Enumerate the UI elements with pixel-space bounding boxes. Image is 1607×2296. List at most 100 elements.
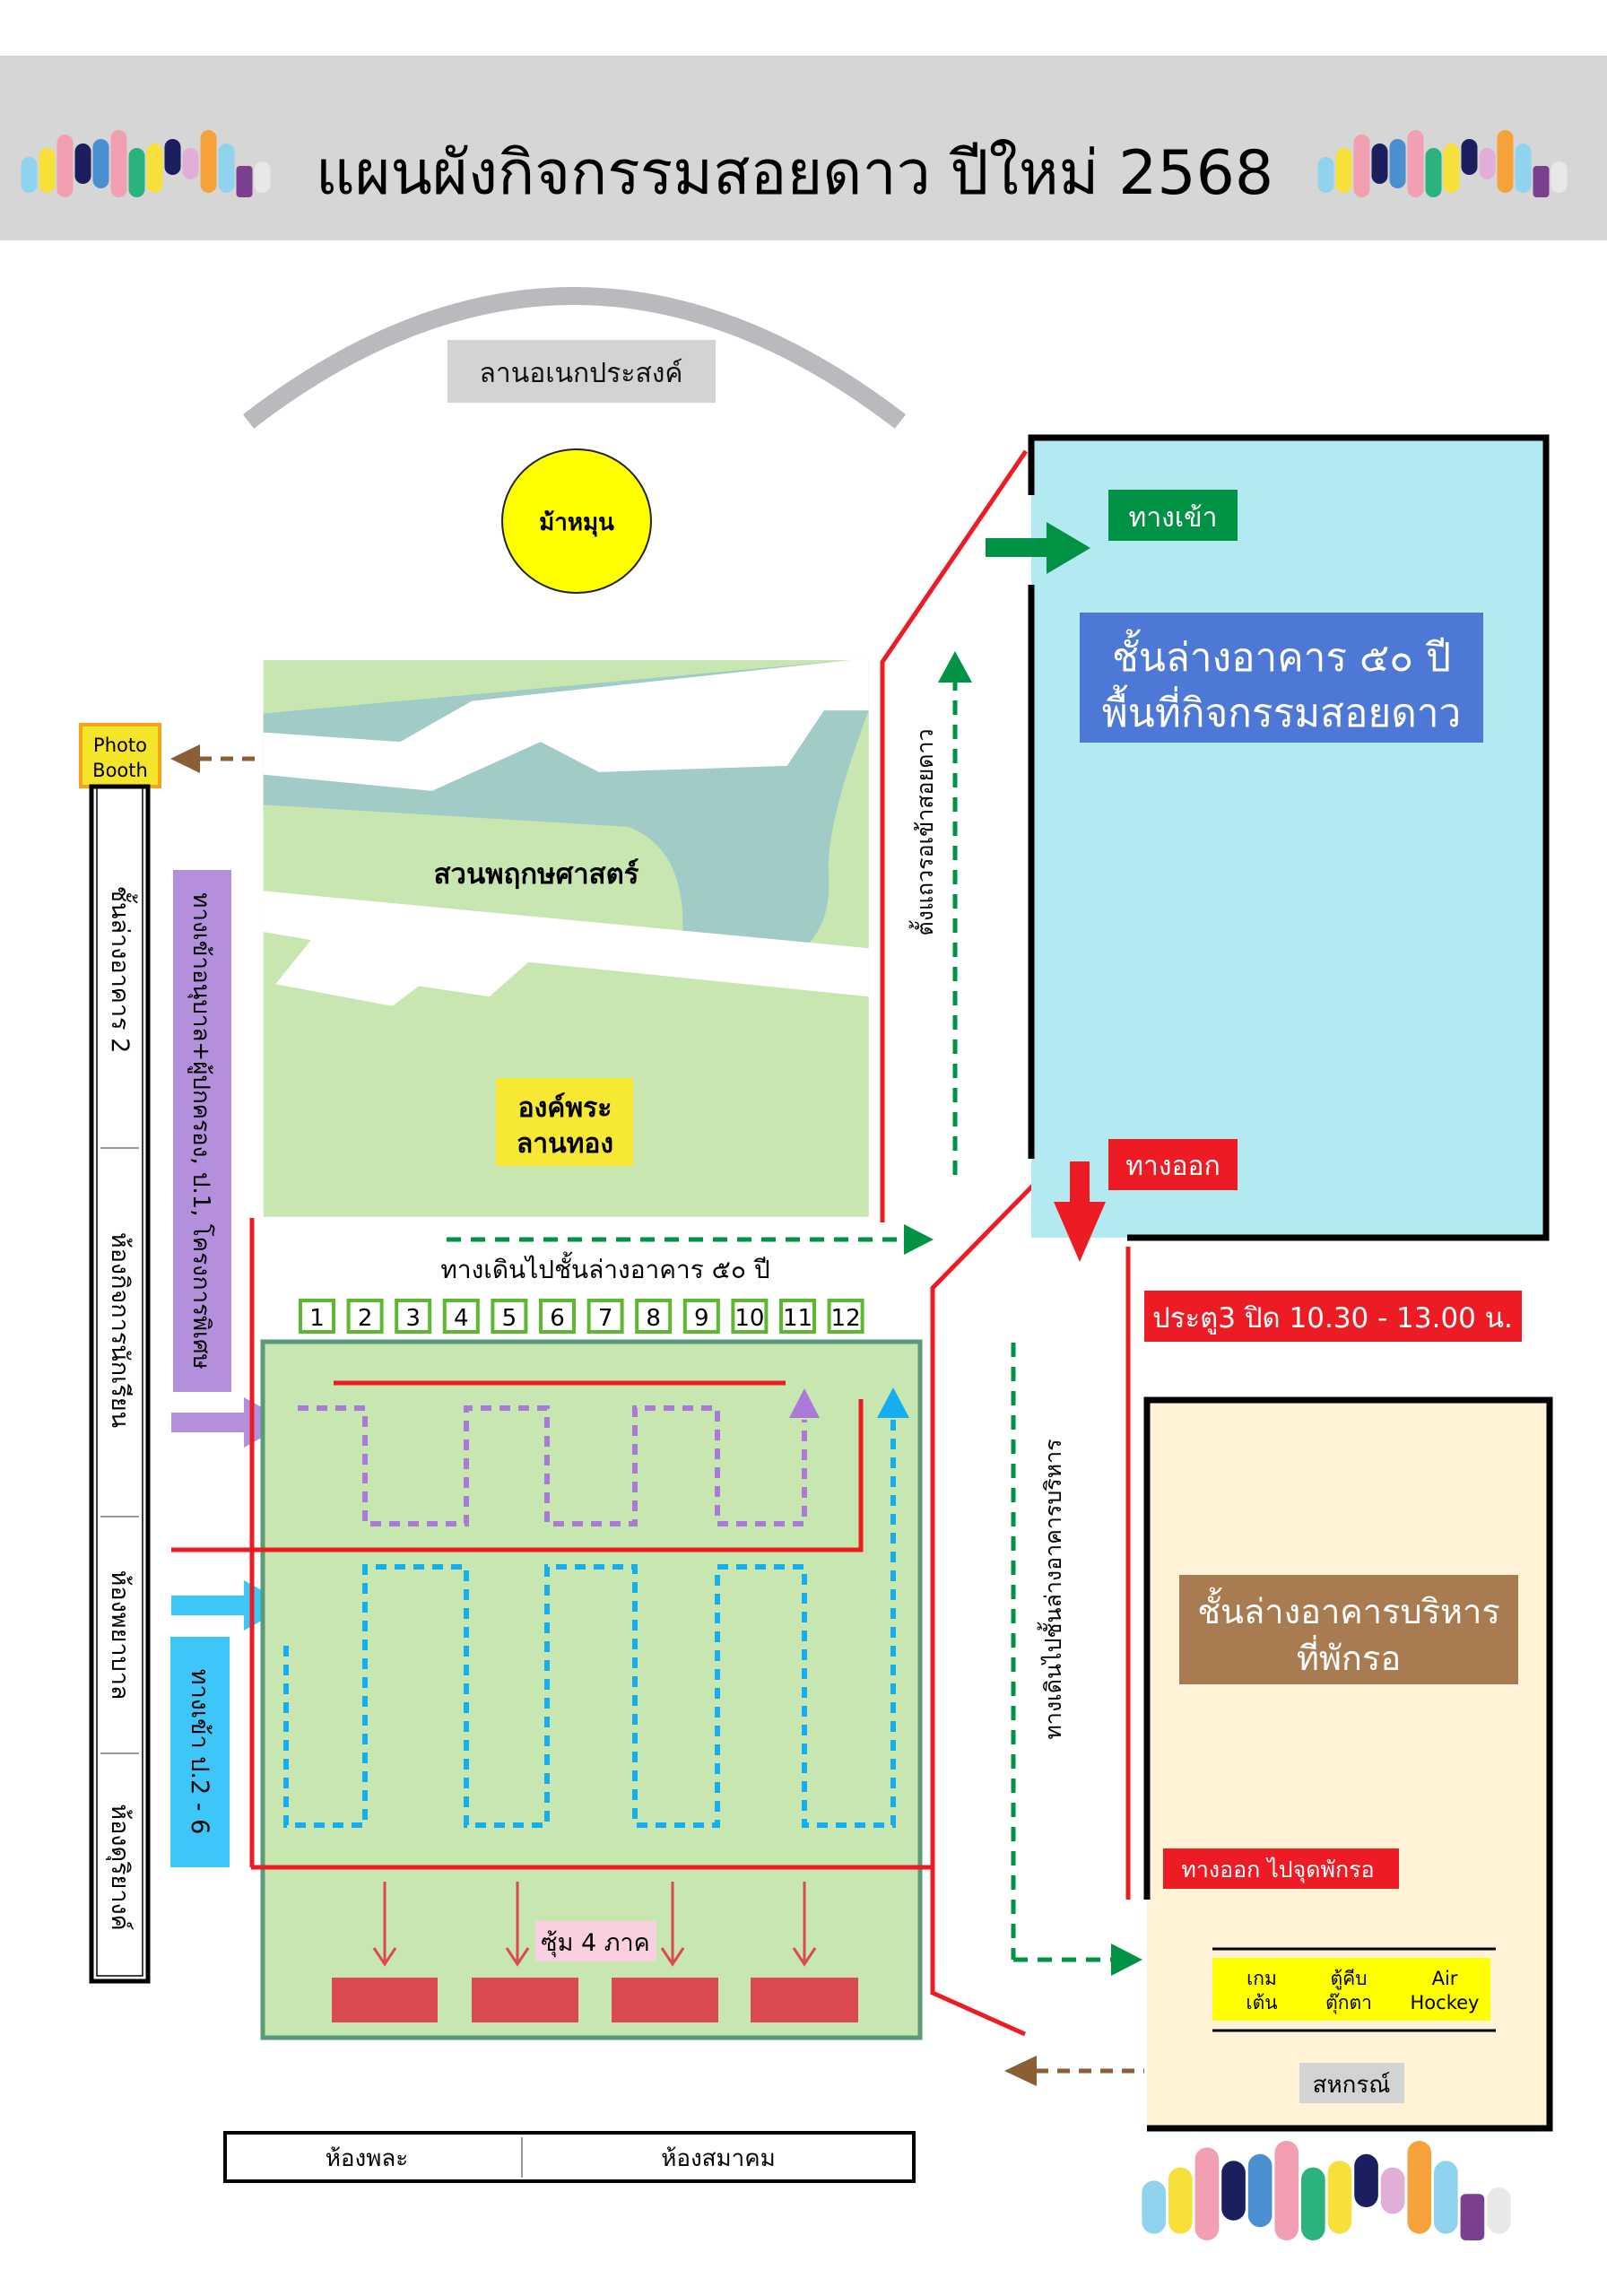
lane-box: [395, 1299, 432, 1334]
lane-box: [442, 1299, 480, 1334]
exit-label: ทางออก: [1125, 1151, 1220, 1182]
photo-booth: Photo Booth: [79, 723, 161, 788]
game-air-hockey-line1: Air: [1432, 1968, 1458, 1989]
booth-arrow: [372, 1882, 397, 1967]
room-student-affairs: ห้องกิจการนักเรียน: [106, 1232, 134, 1428]
lane-number: 10: [734, 1305, 764, 1332]
statue-label-box: [496, 1078, 633, 1166]
purple-entrance-label: ทางเข้าอนุบาล+ผู้ปกครอง, ป.1, โครงการพิเ…: [187, 892, 215, 1369]
barrier-right-lower: [930, 1154, 1064, 2037]
room-pe: ห้องพละ: [326, 2145, 409, 2172]
lane-number: 4: [454, 1305, 469, 1332]
admin-walkway-label: ทางเดินไปชั้นล่างอาคารบริหาร: [1037, 1439, 1066, 1739]
header-band: [0, 56, 1607, 240]
blue-route-arrow-head: [877, 1387, 909, 1418]
lane-number: 6: [550, 1305, 565, 1332]
queue-arrow-head: [938, 651, 972, 683]
photo-booth-line1: Photo: [93, 735, 147, 756]
carousel-label: ม้าหมุน: [539, 509, 614, 537]
statue-label-line1: องค์พระ: [518, 1092, 612, 1124]
game-dance-line2: เต้น: [1246, 1992, 1277, 2013]
games-area: [1212, 1958, 1490, 2021]
logo-bottom: [1142, 2141, 1511, 2240]
building-50: [1031, 438, 1546, 1238]
admin-walkway-arrow-head: [1111, 1944, 1142, 1976]
lane-box: [491, 1299, 528, 1334]
entrance-label-box: [1108, 490, 1238, 541]
lane-box: [682, 1299, 720, 1334]
exit-label-box: [1108, 1139, 1238, 1190]
room-building-2: ชั้นล่างอาคาร 2: [106, 886, 138, 1054]
lane-number: 3: [405, 1305, 421, 1332]
entrance-arrow-shaft: [986, 538, 1048, 557]
booth-4: [751, 1978, 858, 2022]
admin-title-line1: ชั้นล่างอาคารบริหาร: [1197, 1587, 1500, 1631]
rooms-column: ชั้นล่างอาคาร 2 ห้องกิจการนักเรียน ห้องพ…: [89, 784, 151, 1984]
lane-box: [827, 1299, 864, 1334]
blue-entrance-arrow-shaft: [171, 1596, 248, 1615]
exit-arrow-head: [1054, 1202, 1106, 1262]
building-50-wall: [1028, 434, 1550, 1241]
lane-number: 2: [358, 1305, 373, 1332]
plaza-arc: [242, 287, 907, 429]
coop-arrow-head: [1004, 2056, 1037, 2086]
lane-number: 8: [646, 1305, 661, 1332]
blue-entrance-box: [170, 1637, 230, 1867]
walkway-arrow-head: [904, 1224, 934, 1255]
admin-exit-label-box: [1163, 1848, 1399, 1889]
coop-label: สหกรณ์: [1313, 2072, 1391, 2099]
game-claw-line2: ตุ๊กตา: [1325, 1992, 1372, 2014]
room-band: ห้องดุริยางค์: [105, 1804, 135, 1930]
carousel: [501, 448, 652, 594]
entrance-label: ทางเข้า: [1129, 502, 1218, 534]
photo-booth-arrow-head: [170, 744, 200, 773]
lane-number: 1: [309, 1305, 325, 1332]
room-nurse: ห้องพยาบาล: [106, 1570, 134, 1700]
purple-route: [298, 1405, 807, 1526]
purple-entrance-box: [173, 870, 231, 1392]
game-air-hockey-line2: Hockey: [1411, 1992, 1480, 2013]
booth-arrow: [660, 1882, 685, 1967]
booths-label-box: [535, 1921, 656, 1961]
plaza-label: ลานอเนกประสงค์: [480, 358, 683, 389]
lane-number: 12: [831, 1305, 861, 1332]
booth-arrow: [792, 1882, 817, 1967]
page-title: แผนผังกิจกรรมสอยดาว ปีใหม่ 2568: [316, 138, 1273, 209]
game-claw-line1: ตู้คีบ: [1330, 1968, 1367, 1990]
blue-route: [283, 1420, 896, 1828]
gate-notice: ประตู3 ปิด 10.30 - 13.00 น.: [1152, 1302, 1513, 1335]
entrance-arrow-head: [1047, 522, 1090, 574]
plaza-label-box: [447, 340, 716, 403]
exit-arrow-shaft: [1070, 1161, 1090, 1205]
admin-title-box: [1179, 1575, 1518, 1684]
lane-box: [731, 1299, 769, 1334]
booth-arrow: [505, 1882, 530, 1967]
booth-2: [472, 1978, 578, 2022]
statue-label-line2: ลานทอง: [517, 1128, 613, 1160]
barrier-right-upper: [880, 449, 1029, 1222]
building-50-title-line1: ชั้นล่างอาคาร ๕๐ ปี: [1112, 629, 1451, 681]
lane-number: 5: [502, 1305, 517, 1332]
header: แผนผังกิจกรรมสอยดาว ปีใหม่ 2568: [0, 56, 1607, 240]
gate-notice-box: [1144, 1291, 1522, 1342]
blue-entrance-label: ทางเข้า ป.2 - 6: [186, 1669, 213, 1835]
lane-number: 11: [783, 1305, 812, 1332]
admin-building-wall: [1143, 1396, 1553, 2132]
walkway-label: ทางเดินไปชั้นล่างอาคาร ๕๐ ปี: [440, 1251, 769, 1284]
lane-number: 7: [598, 1305, 613, 1332]
queue-label: ตั้งแถวรอเข้าสอยดาว: [908, 728, 938, 935]
coop-label-box: [1299, 2063, 1404, 2103]
lane-box: [586, 1299, 624, 1334]
booth-3: [612, 1978, 718, 2022]
lane-box: [779, 1299, 816, 1334]
admin-title-line2: ที่พักรอ: [1297, 1635, 1401, 1678]
lane-box: [346, 1299, 384, 1334]
barrier-middle: [171, 1399, 864, 1552]
lane-number: 9: [694, 1305, 709, 1332]
purple-route-arrow-head: [789, 1388, 820, 1418]
lane-box: [299, 1299, 335, 1334]
admin-exit-label: ทางออก ไปจุดพักรอ: [1181, 1857, 1374, 1883]
purple-entrance-arrow-shaft: [171, 1413, 248, 1432]
